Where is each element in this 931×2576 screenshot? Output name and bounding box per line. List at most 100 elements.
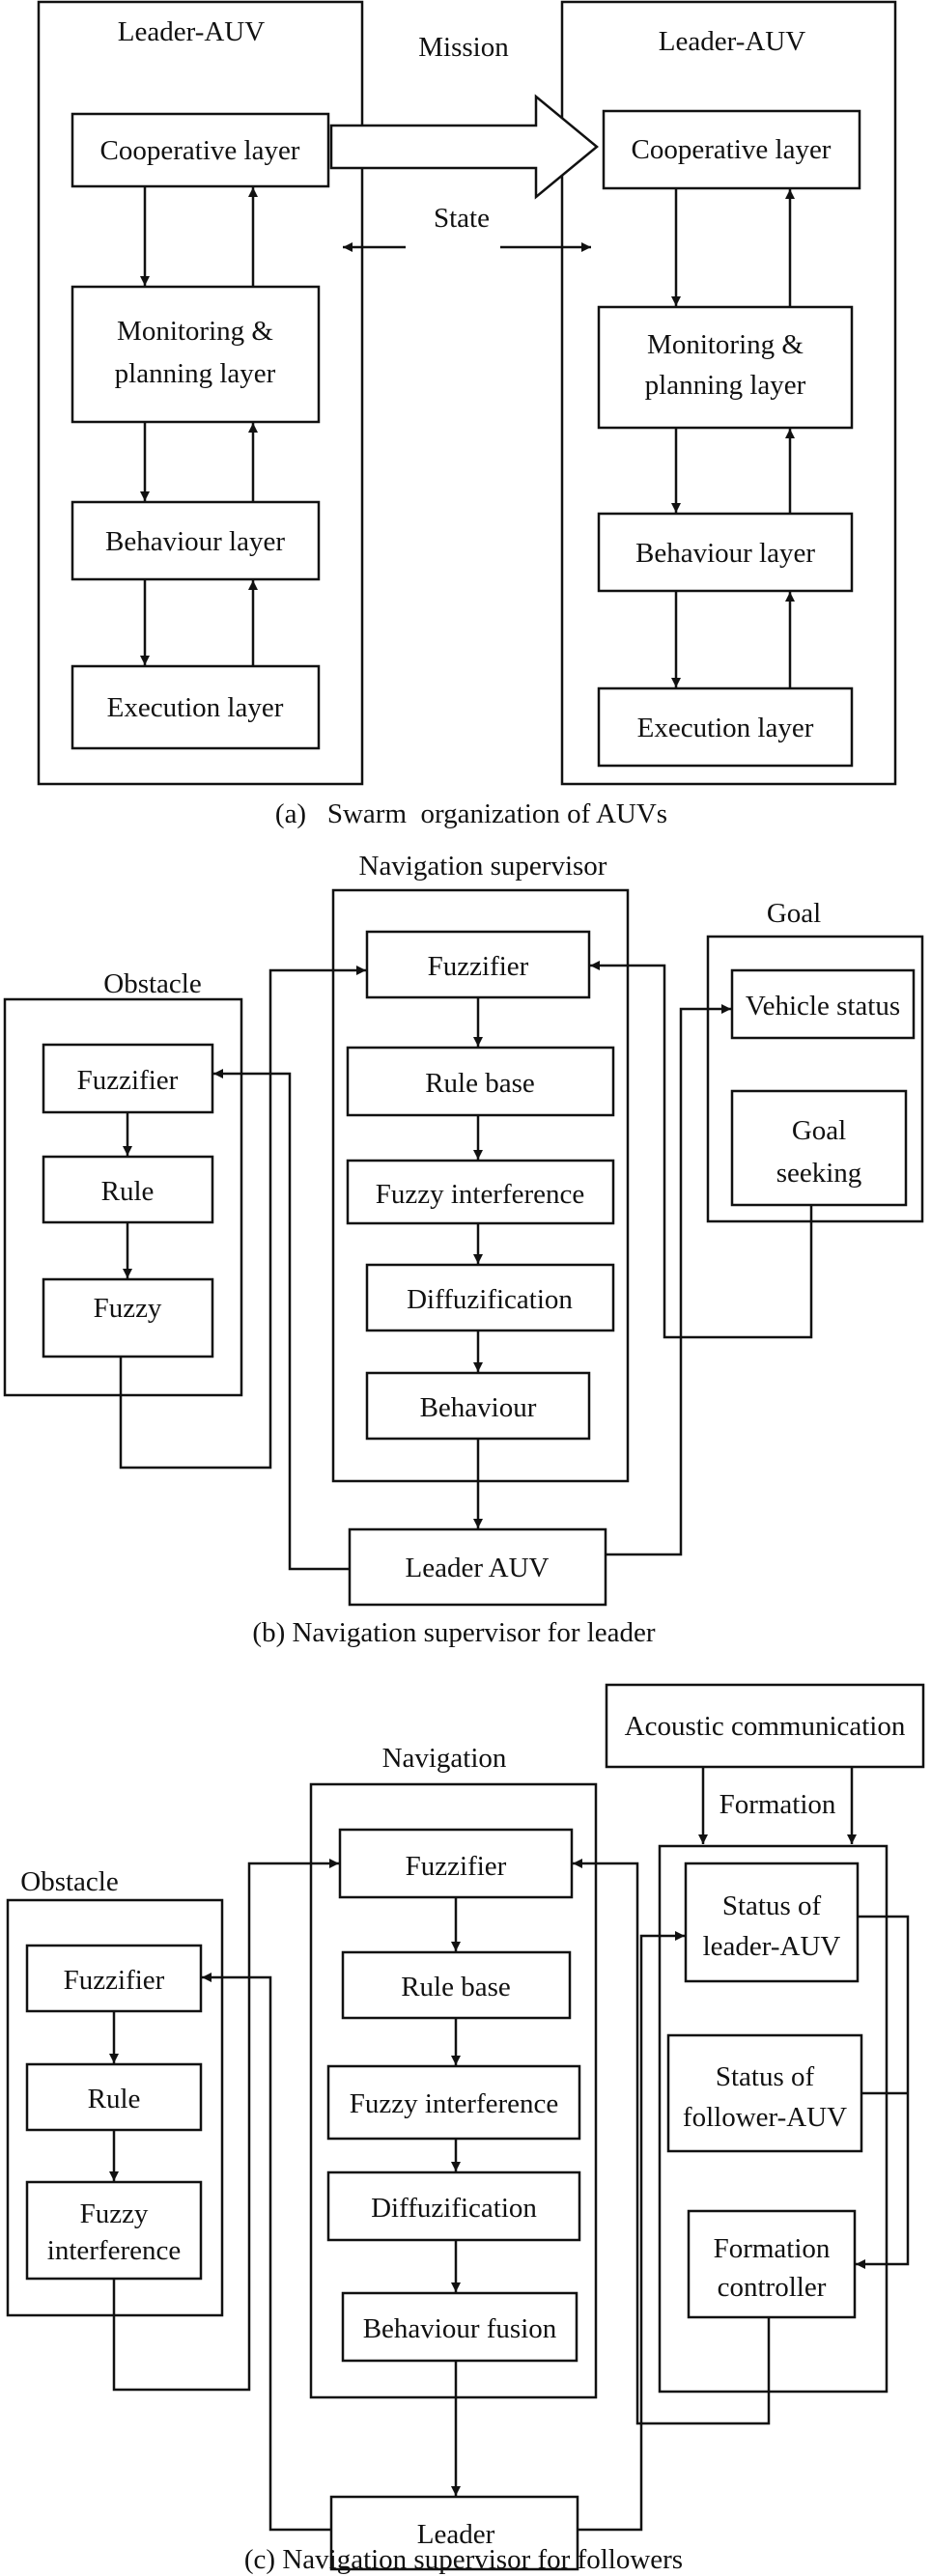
nav-diffuzification-c — [326, 2170, 581, 2242]
obstacle-rule-b-label: Rule — [101, 1176, 155, 1207]
left-execution-layer-label: Execution layer — [107, 692, 284, 723]
acoustic-communication-block — [605, 1683, 925, 1769]
left-monitoring-planning-layer — [71, 285, 321, 424]
left-monitoring-label-line2: planning layer — [115, 358, 276, 389]
right-leader-auv-container — [560, 0, 897, 786]
mission-block-arrow — [329, 94, 599, 200]
obstacle-fuzzifier-c — [25, 1944, 203, 2013]
right-monitoring-label-line2: planning layer — [645, 370, 806, 401]
navigation-supervisor-title: Navigation supervisor — [359, 851, 607, 882]
right-execution-layer-label: Execution layer — [637, 713, 814, 743]
obstacle-fuzzy-interference-c-line2: interference — [47, 2235, 181, 2266]
status-leader-auv-line2: leader-AUV — [703, 1931, 841, 1962]
obstacle-fuzzifier-b-label: Fuzzifier — [77, 1065, 179, 1096]
supervisor-rule-base-label: Rule base — [425, 1068, 535, 1099]
obstacle-fuzzifier-b — [42, 1043, 214, 1114]
panel-c-navigation-supervisor-followers: Navigation Obstacle Acoustic communicati… — [6, 1683, 925, 2575]
nav-rule-base-c-label: Rule base — [401, 1972, 511, 2002]
status-leader-auv-line1: Status of — [722, 1890, 822, 1921]
connector-c-obstacle-to-navigation — [112, 1859, 339, 2392]
connector-c-leader-to-formation — [578, 1931, 685, 2532]
nav-behaviour-fusion-c-label: Behaviour fusion — [363, 2313, 557, 2344]
connector-c-formation-to-navigation — [573, 1859, 771, 2425]
leader-block — [329, 2495, 579, 2571]
left-cooperative-layer-label: Cooperative layer — [100, 135, 300, 166]
navigation-title-c: Navigation — [382, 1743, 507, 1774]
supervisor-diffuzification — [365, 1263, 615, 1332]
nav-behaviour-fusion-c — [341, 2291, 578, 2363]
leader-auv-label: Leader AUV — [406, 1553, 550, 1583]
vehicle-status-block — [730, 968, 916, 1040]
formation-controller-block — [687, 2209, 857, 2319]
obstacle-fuzzy-b-label: Fuzzy — [94, 1293, 162, 1324]
left-leader-auv-title: Leader-AUV — [118, 16, 265, 47]
goal-container — [706, 935, 924, 1223]
panel-b-navigation-supervisor-leader: Navigation supervisor Obstacle Goal Fuzz… — [3, 851, 924, 1648]
obstacle-container-b — [3, 997, 243, 1397]
formation-controller-line2: controller — [718, 2272, 827, 2303]
mission-label: Mission — [418, 32, 509, 63]
obstacle-rule-c-label: Rule — [88, 2084, 141, 2114]
connector-c-status-to-controller — [856, 1915, 910, 2269]
formation-container — [658, 1844, 889, 2394]
nav-fuzzy-interference-c — [326, 2064, 581, 2141]
right-monitoring-label-line1: Monitoring & — [647, 329, 804, 360]
nav-rule-base-c — [341, 1950, 572, 2020]
formation-title: Formation — [719, 1789, 836, 1820]
connector-b-goal-to-supervisor — [590, 961, 813, 1339]
status-follower-auv-line1: Status of — [716, 2061, 815, 2092]
leader-label: Leader — [417, 2519, 495, 2550]
obstacle-fuzzifier-c-label: Fuzzifier — [64, 1965, 165, 1996]
right-cooperative-layer — [602, 109, 861, 190]
caption-b: (b) Navigation supervisor for leader — [252, 1617, 655, 1648]
obstacle-fuzzy-interference-c-line1: Fuzzy — [80, 2198, 149, 2229]
navigation-supervisor-container — [331, 888, 630, 1483]
connector-b-leader-to-obstacle — [213, 1069, 350, 1571]
panel-a-swarm-organization: Leader-AUV Leader-AUV Mission State Coop… — [37, 0, 897, 829]
right-behaviour-layer-label: Behaviour layer — [635, 538, 815, 569]
obstacle-fuzzy-interference-c — [25, 2180, 203, 2281]
obstacle-rule-b — [42, 1155, 214, 1224]
connector-c-leader-to-obstacle — [202, 1973, 331, 2532]
nav-fuzzifier-c — [338, 1828, 574, 1899]
caption-c: (c) Navigation supervisor for followers — [244, 2544, 683, 2575]
right-leader-auv-title: Leader-AUV — [659, 26, 805, 57]
supervisor-fuzzy-interference — [346, 1159, 615, 1225]
right-cooperative-layer-label: Cooperative layer — [632, 134, 832, 165]
goal-seeking-label-line2: seeking — [776, 1158, 862, 1189]
goal-title: Goal — [767, 898, 821, 929]
obstacle-rule-c — [25, 2062, 203, 2132]
status-follower-auv-block — [666, 2033, 863, 2153]
supervisor-behaviour-label: Behaviour — [420, 1392, 537, 1423]
right-behaviour-layer — [597, 512, 854, 593]
left-monitoring-label-line1: Monitoring & — [117, 316, 273, 347]
connector-b-leader-to-goal — [606, 1004, 731, 1556]
state-label: State — [434, 203, 490, 234]
nav-fuzzifier-c-label: Fuzzifier — [406, 1851, 507, 1882]
vehicle-status-label: Vehicle status — [746, 991, 900, 1022]
nav-fuzzy-interference-c-label: Fuzzy interference — [350, 2088, 559, 2119]
acoustic-communication-label: Acoustic communication — [625, 1711, 906, 1742]
left-behaviour-layer — [71, 500, 321, 581]
right-monitoring-planning-layer — [597, 305, 854, 430]
obstacle-title-b: Obstacle — [103, 968, 201, 999]
obstacle-fuzzy-b — [42, 1277, 214, 1358]
supervisor-behaviour — [365, 1371, 591, 1441]
status-leader-auv-block — [684, 1862, 860, 1983]
status-follower-auv-line2: follower-AUV — [683, 2102, 847, 2133]
obstacle-title-c: Obstacle — [20, 1866, 118, 1897]
right-execution-layer — [597, 686, 854, 768]
supervisor-rule-base — [346, 1046, 615, 1117]
nav-diffuzification-c-label: Diffuzification — [371, 2193, 537, 2224]
left-execution-layer — [71, 664, 321, 750]
caption-a: (a) Swarm organization of AUVs — [275, 798, 667, 829]
supervisor-fuzzifier — [365, 930, 591, 999]
goal-seeking-block — [730, 1089, 908, 1207]
leader-auv-block — [348, 1527, 607, 1607]
navigation-container-c — [309, 1782, 598, 2399]
supervisor-diffuzification-label: Diffuzification — [407, 1284, 573, 1315]
goal-seeking-label-line1: Goal — [792, 1115, 846, 1146]
formation-controller-line1: Formation — [714, 2233, 831, 2264]
left-behaviour-layer-label: Behaviour layer — [105, 526, 285, 557]
